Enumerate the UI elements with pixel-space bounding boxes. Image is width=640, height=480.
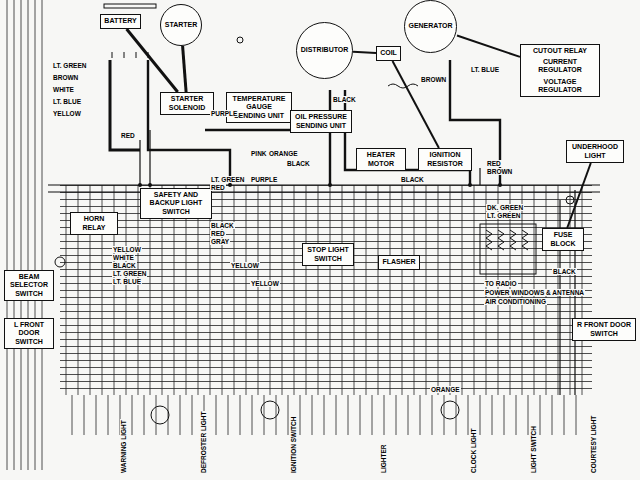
wire-color-label: BLACK bbox=[286, 160, 311, 167]
wire-color-label: POWER WINDOWS & ANTENNA bbox=[484, 289, 585, 296]
wire-color-label: LT. GREEN bbox=[52, 62, 87, 69]
component-box: HORN RELAY bbox=[70, 212, 118, 235]
circuit-label: CLOCK LIGHT bbox=[470, 428, 477, 474]
wire-color-label: BROWN bbox=[52, 74, 79, 81]
component-circle: STARTER bbox=[160, 4, 202, 46]
component-label: FLASHER bbox=[382, 258, 415, 266]
component-box: FUSE BLOCK bbox=[542, 228, 584, 251]
wire-color-label: RED bbox=[210, 184, 226, 191]
component-box: OIL PRESSURE SENDING UNIT bbox=[290, 110, 352, 133]
component-box: R FRONT DOOR SWITCH bbox=[572, 318, 636, 341]
wire-color-label: BROWN bbox=[420, 76, 447, 83]
component-circle: GENERATOR bbox=[404, 0, 457, 53]
component-label: VOLTAGE REGULATOR bbox=[524, 78, 596, 94]
component-box: HEATER MOTOR bbox=[356, 148, 406, 171]
component-label: BATTERY bbox=[104, 17, 136, 25]
component-label: TEMPERATURE GAUGE SENDING UNIT bbox=[230, 95, 288, 119]
circuit-label: LIGHT SWITCH bbox=[530, 425, 537, 474]
circuit-label: COURTESY LIGHT bbox=[590, 415, 597, 474]
circuit-label: DEFROSTER LIGHT bbox=[200, 411, 207, 474]
wire-color-label: WHITE bbox=[52, 86, 75, 93]
wire-color-label: DK. GREEN bbox=[486, 204, 524, 211]
circuit-label: IGNITION SWITCH bbox=[290, 416, 297, 474]
component-circle: DISTRIBUTOR bbox=[296, 22, 353, 79]
component-label: FUSE BLOCK bbox=[546, 231, 580, 247]
wire-color-label: AIR CONDITIONING bbox=[484, 298, 547, 305]
component-box: CUTOUT RELAY CURRENT REGULATOR VOLTAGE REG… bbox=[520, 44, 600, 97]
wire-color-label: RED bbox=[210, 230, 226, 237]
wire-color-label: RED bbox=[120, 132, 136, 139]
component-box: STOP LIGHT SWITCH bbox=[302, 243, 354, 266]
component-label: HEATER MOTOR bbox=[360, 151, 402, 167]
component-box: BATTERY bbox=[100, 14, 141, 29]
component-box: TEMPERATURE GAUGE SENDING UNIT bbox=[226, 92, 292, 123]
wire-color-label: PURPLE bbox=[210, 110, 238, 117]
wire-color-label: LT. BLUE bbox=[52, 98, 82, 105]
wire-color-label: ORANGE bbox=[430, 386, 461, 393]
wire-color-label: GRAY bbox=[210, 238, 230, 245]
component-label: DISTRIBUTOR bbox=[301, 46, 349, 54]
wire-color-label: TO RADIO bbox=[484, 280, 518, 287]
circuit-label: LIGHTER bbox=[380, 443, 387, 474]
wire-color-label: BROWN bbox=[486, 168, 513, 175]
wire-color-label: PINK bbox=[250, 150, 268, 157]
component-label: STOP LIGHT SWITCH bbox=[306, 246, 350, 262]
wire-color-label: PURPLE bbox=[250, 176, 278, 183]
component-label: GENERATOR bbox=[408, 22, 452, 30]
wire-connector bbox=[457, 36, 520, 57]
component-label: CUTOUT RELAY bbox=[533, 47, 587, 55]
wire-color-label: BLACK bbox=[332, 96, 357, 103]
wire-color-label: BLACK bbox=[112, 262, 137, 269]
wire-color-label: YELLOW bbox=[112, 246, 142, 253]
wire-color-label: BLACK bbox=[210, 222, 235, 229]
wire-connector bbox=[353, 52, 376, 53]
component-label: UNDERHOOD LIGHT bbox=[570, 143, 620, 159]
wire-connector bbox=[183, 46, 187, 92]
wire-color-label: YELLOW bbox=[250, 280, 280, 287]
wire-color-label: LT. BLUE bbox=[112, 278, 142, 285]
component-box: BEAM SELECTOR SWITCH bbox=[4, 270, 54, 301]
component-label: BEAM SELECTOR SWITCH bbox=[8, 273, 50, 297]
component-label: L FRONT DOOR SWITCH bbox=[8, 321, 50, 345]
component-label: R FRONT DOOR SWITCH bbox=[576, 321, 632, 337]
wire-color-label: BLACK bbox=[552, 268, 577, 275]
component-label: SAFETY AND BACKUP LIGHT SWITCH bbox=[144, 191, 208, 215]
wire-connector bbox=[567, 163, 591, 228]
component-box: SAFETY AND BACKUP LIGHT SWITCH bbox=[140, 188, 212, 219]
component-label: HORN RELAY bbox=[74, 215, 114, 231]
wire-color-label: LT. GREEN bbox=[210, 176, 245, 183]
wire-color-label: YELLOW bbox=[230, 262, 260, 269]
wire-color-label: ORANGE bbox=[268, 150, 299, 157]
component-label: IGNITION RESISTOR bbox=[422, 151, 468, 167]
component-box: FLASHER bbox=[378, 255, 420, 270]
component-box: STARTER SOLENOID bbox=[160, 92, 214, 115]
wire-color-label: YELLOW bbox=[52, 110, 82, 117]
component-label: OIL PRESSURE SENDING UNIT bbox=[294, 113, 348, 129]
component-label: COIL bbox=[380, 49, 397, 57]
component-box: L FRONT DOOR SWITCH bbox=[4, 318, 54, 349]
component-box: UNDERHOOD LIGHT bbox=[566, 140, 624, 163]
wire-color-label: WHITE bbox=[112, 254, 135, 261]
circuit-label: WARNING LIGHT bbox=[120, 419, 127, 474]
component-label: STARTER SOLENOID bbox=[164, 95, 210, 111]
wire-color-label: LT. BLUE bbox=[470, 66, 500, 73]
wire-color-label: RED bbox=[486, 160, 502, 167]
component-box: IGNITION RESISTOR bbox=[418, 148, 472, 171]
wire-connector bbox=[393, 61, 439, 148]
wire-color-label: BLACK bbox=[400, 176, 425, 183]
component-box: COIL bbox=[376, 46, 401, 61]
wire-color-label: LT. GREEN bbox=[112, 270, 147, 277]
component-label: STARTER bbox=[165, 21, 198, 29]
wire-color-label: LT. GREEN bbox=[486, 212, 521, 219]
component-label: CURRENT REGULATOR bbox=[524, 58, 596, 74]
